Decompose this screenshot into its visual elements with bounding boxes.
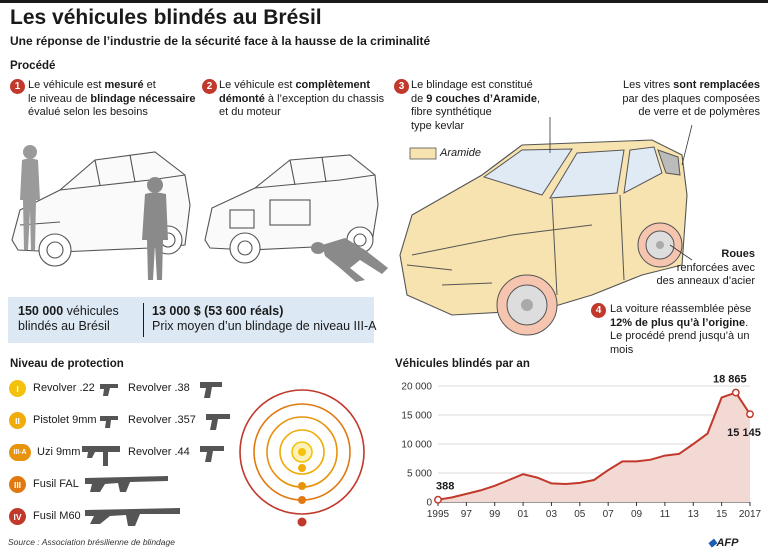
impact-dot-3 [298,496,306,504]
person-silhouette-1 [20,145,40,250]
revolver-icon [206,414,230,430]
x-tick-label: 15 [716,509,728,520]
page-subtitle: Une réponse de l’industrie de la sécurit… [10,34,431,48]
x-tick-label: 01 [518,509,530,520]
weapon-label: Fusil FAL [33,478,79,490]
process-section-title: Procédé [10,60,56,72]
pistol-icon [100,416,118,428]
level-badge-3a: III-A [9,444,31,461]
weapon-label: Revolver .38 [128,382,190,394]
weapon-label: Revolver .357 [128,414,196,426]
weapon-icons [82,382,230,526]
machine-gun-icon [85,508,180,526]
car-wheels [496,222,683,336]
x-tick-label: 11 [660,509,671,520]
level-badge-4: IV [9,508,26,525]
level-badge-3: III [9,476,26,493]
impact-dot-1 [298,448,306,456]
step-3-badge: 3 [394,79,409,94]
uzi-icon [82,446,120,466]
x-tick-label: 05 [574,509,586,520]
protection-target-diagram [239,389,365,527]
data-point-marker [731,388,740,397]
vehicles-per-year-chart: 0 5 000 10 000 15 000 20 000 1995 97 99 01 03 05 07… [401,374,762,520]
annotation-leaders [549,117,693,261]
data-point-marker [434,495,442,504]
chart-title: Véhicules blindés par an [395,358,530,370]
page-title: Les véhicules blindés au Brésil [10,6,322,29]
revolver-icon [200,446,224,462]
top-rule [0,0,768,3]
step-2-badge: 2 [202,79,217,94]
data-label: 15 145 [727,427,761,439]
car-details [406,194,625,296]
protection-section-title: Niveau de protection [10,358,124,370]
data-label: 388 [436,481,454,493]
ring-level-2 [279,429,325,475]
series-area [438,392,750,502]
x-tick-label: 09 [631,509,643,520]
car-illustrations [11,145,388,282]
impact-dot-2 [298,464,306,472]
level-badge-1: I [9,380,26,397]
aramide-legend-label: Aramide [440,147,481,159]
weapon-label: Uzi 9mm [37,446,81,458]
y-tick-label: 10 000 [401,440,432,451]
aramide-legend-swatch [409,147,437,160]
armored-car-illustration [399,117,693,336]
source-note: Source : Association brésilienne de blin… [8,537,175,547]
impact-dot-4 [297,517,307,527]
x-tick-label: 03 [546,509,558,520]
revolver-icon [100,384,118,396]
step-1-badge: 1 [10,79,25,94]
x-tick-label: 97 [461,509,473,520]
revolver-icon [200,382,222,398]
y-tick-label: 15 000 [401,411,432,422]
stats-divider [143,303,144,337]
data-point-marker [746,410,754,419]
weapon-label: Fusil M60 [33,510,81,522]
stats-box [8,297,374,343]
afp-logo: ◆AFP [708,537,739,549]
impact-dot-3a [298,482,306,490]
weapon-label: Revolver .44 [128,446,190,458]
person-silhouette-3 [311,238,388,282]
data-label: 18 865 [713,374,747,386]
stat-average-price: 13 000 $ (53 600 réals)Prix moyen d’un b… [152,304,377,333]
weapon-label: Pistolet 9mm [33,414,97,426]
ring-level-4 [239,389,365,515]
car-windows [482,146,681,199]
y-tick-label: 5 000 [407,469,432,480]
rifle-icon [85,476,168,492]
x-tick-label: 07 [603,509,615,520]
person-silhouette-2 [142,177,168,280]
y-tick-label: 20 000 [401,382,432,393]
step-4-badge: 4 [591,303,606,318]
y-tick-label: 0 [426,498,432,509]
x-tick-label: 13 [688,509,700,520]
x-tick-label: 1995 [427,509,450,520]
weapon-label: Revolver .22 [33,382,95,394]
level-badge-2: II [9,412,26,429]
x-tick-label: 99 [489,509,501,520]
x-tick-label: 2017 [739,509,762,520]
series-line [437,391,751,501]
